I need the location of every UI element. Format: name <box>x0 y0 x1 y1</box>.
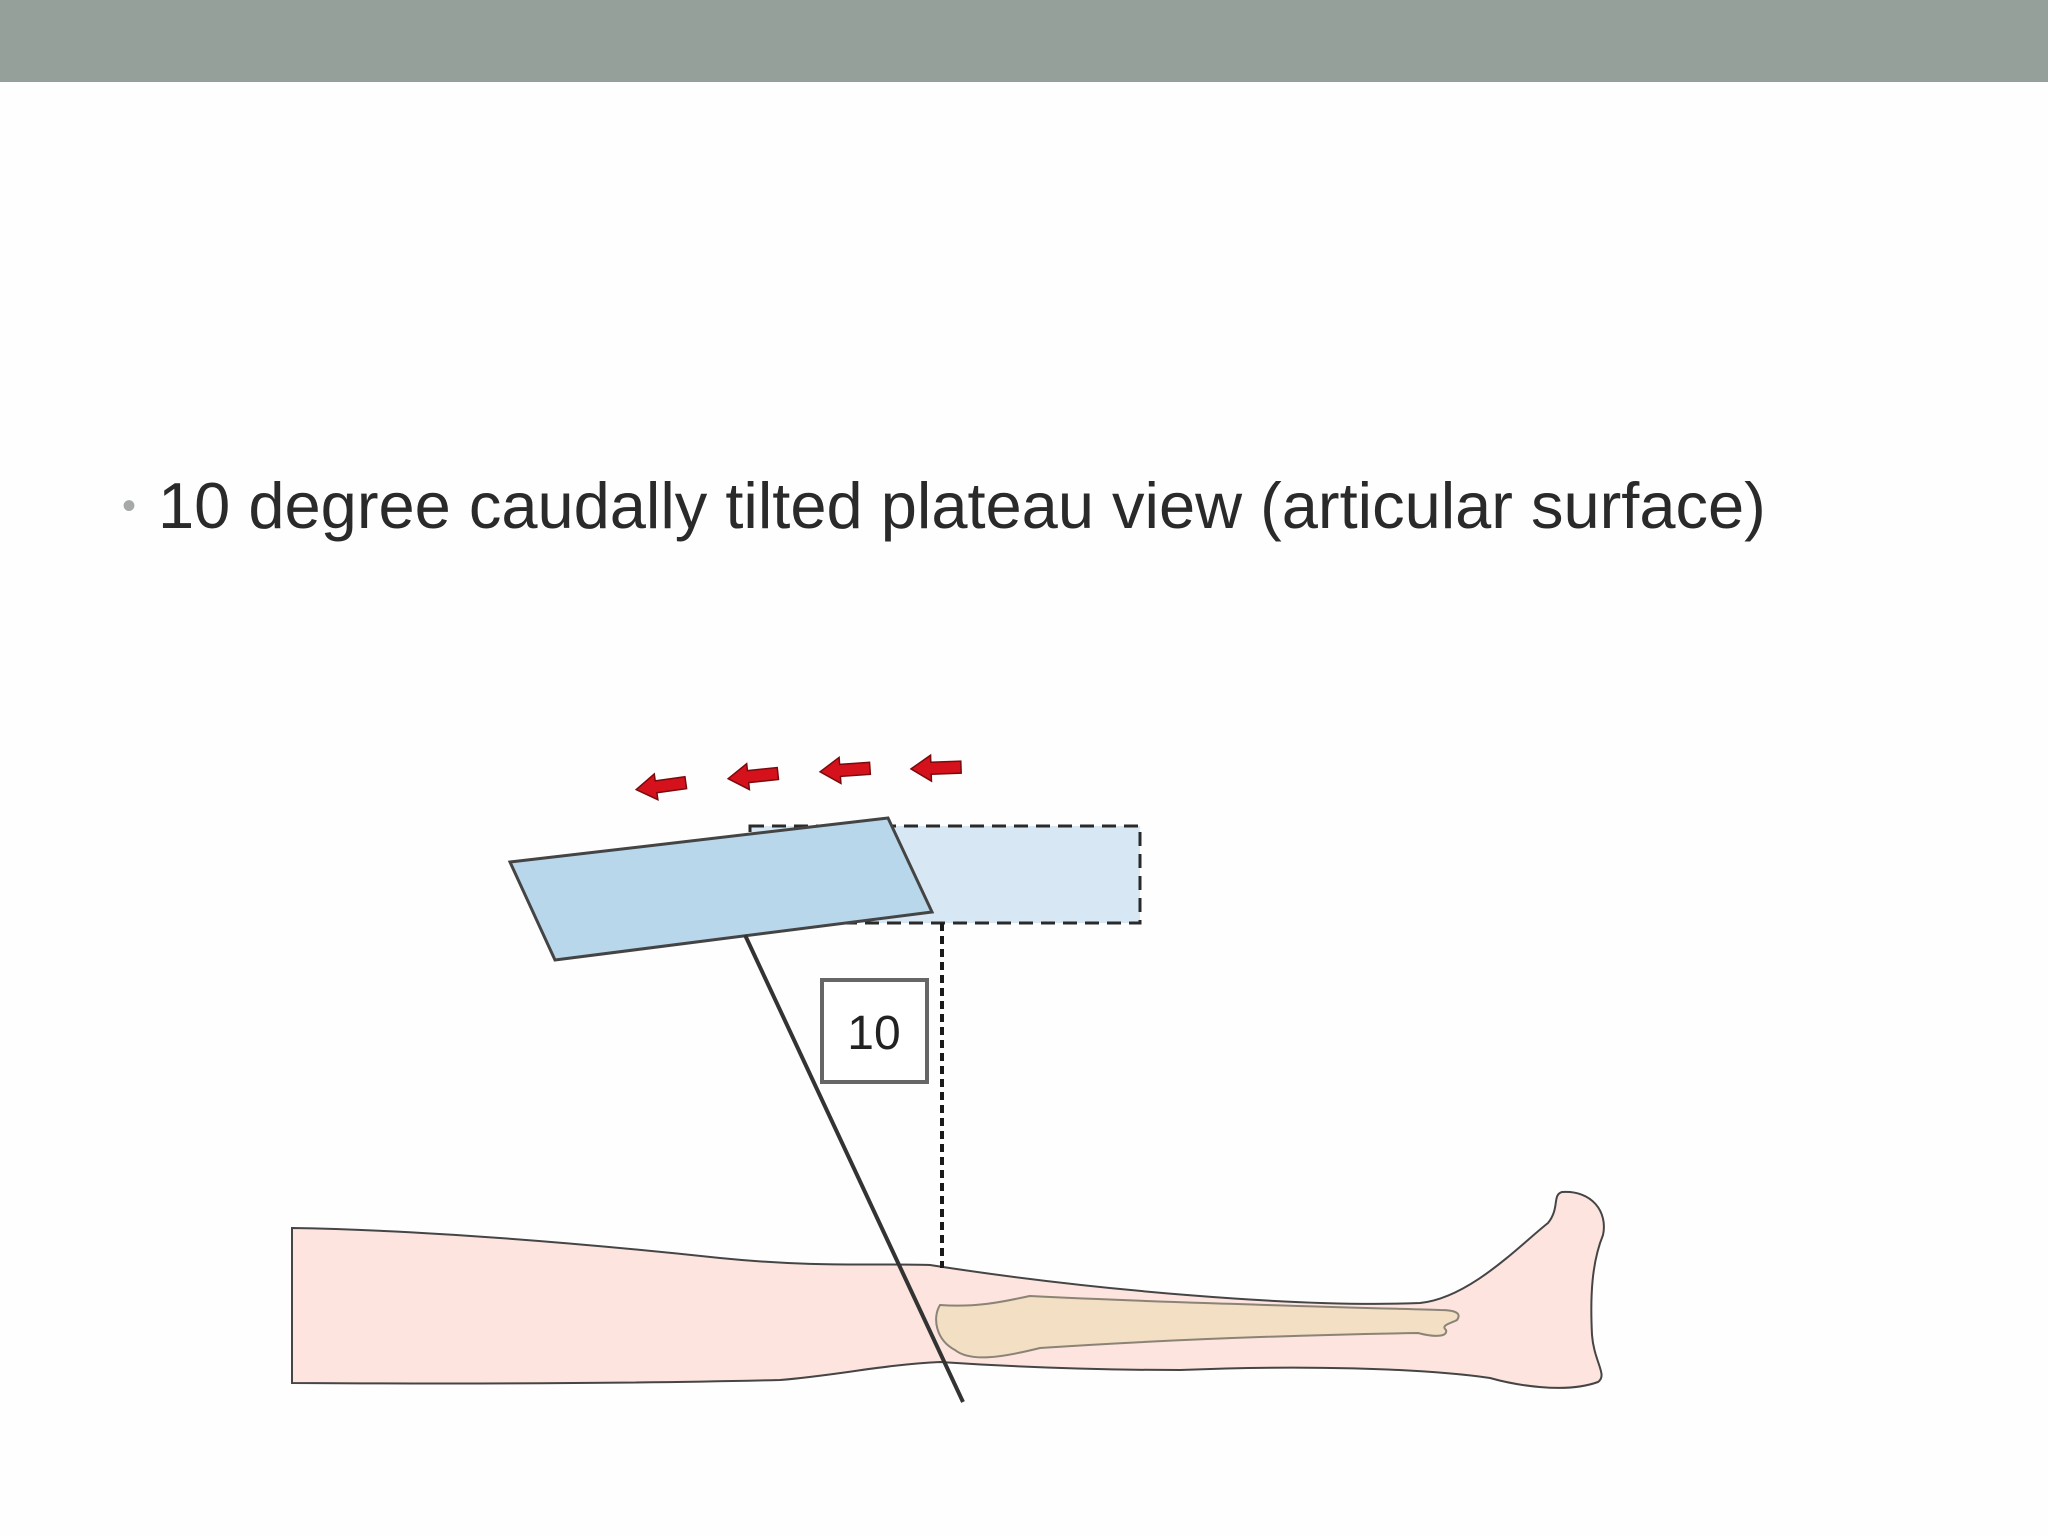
motion-arrow-icon <box>818 756 872 785</box>
motion-arrows <box>634 753 962 801</box>
header-bar <box>0 0 2048 82</box>
motion-arrow-icon <box>634 772 688 801</box>
tilted-plate <box>507 816 935 962</box>
angle-label: 10 <box>847 1007 900 1060</box>
bullet-item: • 10 degree caudally tilted plateau view… <box>122 470 1766 542</box>
tibia-bone <box>935 1294 1460 1359</box>
plateau-view-diagram: 10 <box>291 753 1605 1403</box>
angle-label-box <box>820 978 929 1084</box>
leg-illustration <box>291 1190 1605 1389</box>
bullet-dot-icon: • <box>122 483 137 528</box>
motion-arrow-icon <box>909 753 962 783</box>
motion-arrow-icon <box>726 762 780 791</box>
xray-beam-line <box>743 934 965 1403</box>
bullet-text: 10 degree caudally tilted plateau view (… <box>158 469 1766 542</box>
